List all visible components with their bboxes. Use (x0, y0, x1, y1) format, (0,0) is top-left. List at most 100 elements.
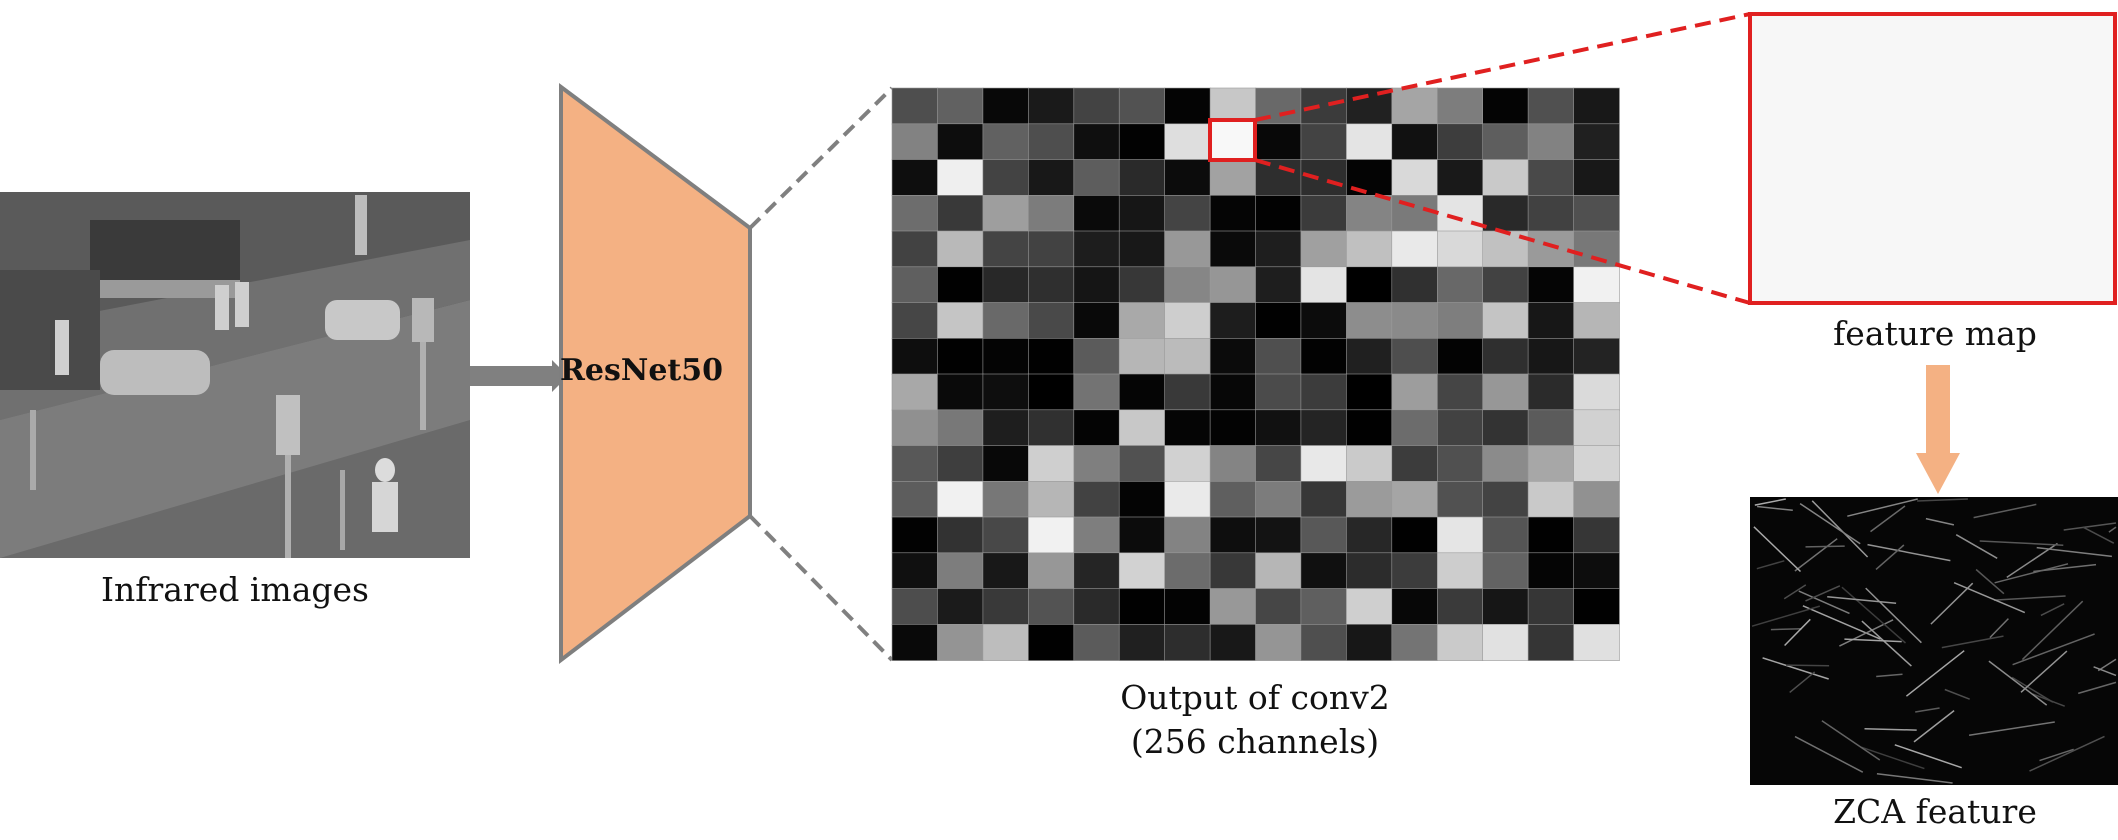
channel-tile (1300, 230, 1348, 268)
channel-tile (1346, 623, 1393, 661)
channel-tile (1482, 266, 1529, 304)
resnet50-label: ResNet50 (560, 353, 724, 388)
channel-tile (1573, 159, 1620, 197)
channel-tile (937, 373, 984, 411)
channel-tile (1573, 516, 1620, 554)
channel-tile (1346, 409, 1393, 447)
channel-tile (1482, 623, 1529, 661)
channel-tile (1118, 373, 1166, 411)
zca-streak (1794, 538, 1838, 572)
channel-tile (1527, 123, 1575, 161)
channel-tile (1255, 337, 1302, 375)
channel-tile (1255, 480, 1302, 518)
channel-tile (1164, 123, 1211, 161)
channel-tile (1118, 588, 1166, 626)
channel-tile (1028, 409, 1075, 447)
channel-tile (1209, 445, 1257, 483)
channel-tile (1209, 480, 1257, 518)
channel-tile (982, 230, 1030, 268)
channel-tile (982, 302, 1030, 340)
channel-tile (1164, 373, 1211, 411)
channel-tile (1300, 159, 1348, 197)
channel-tile (1346, 302, 1393, 340)
channel-tile (937, 230, 984, 268)
channel-tile (1346, 123, 1393, 161)
channel-tile (1391, 266, 1439, 304)
zca-streak (1864, 727, 1917, 731)
zca-streak (1847, 498, 1918, 517)
channel-tile (1300, 409, 1348, 447)
channel-tile (937, 445, 984, 483)
channel-tile (1482, 445, 1529, 483)
channel-tile (1209, 623, 1257, 661)
channel-tile (1255, 409, 1302, 447)
channel-tile (1209, 230, 1257, 268)
zca-streak (1805, 545, 1845, 548)
channel-tile (1573, 302, 1620, 340)
zoom-line-top (1254, 12, 1751, 122)
channel-tile (1118, 623, 1166, 661)
zca-streak (1753, 526, 1802, 573)
channel-tile (1209, 409, 1257, 447)
channel-tile (1164, 195, 1211, 232)
zca-streak (2036, 546, 2112, 558)
zca-streak (1799, 502, 1861, 545)
channel-tile (1391, 409, 1439, 447)
channel-tile (1073, 552, 1121, 590)
channel-tile (1028, 123, 1075, 161)
zca-streak (1944, 688, 1970, 700)
channel-tile (1482, 588, 1529, 626)
channel-tile (1300, 123, 1348, 161)
channel-tile (1482, 337, 1529, 375)
channel-tile (1573, 623, 1620, 661)
zca-streak (1993, 595, 2066, 601)
channel-tile (1437, 516, 1484, 554)
channel-tile (1028, 480, 1075, 518)
channel-tile (937, 623, 984, 661)
channel-tile (1437, 623, 1484, 661)
zca-streak (1994, 563, 2069, 584)
channel-tile (1209, 337, 1257, 375)
channel-tile (937, 123, 984, 161)
channel-tile (1028, 552, 1075, 590)
channel-tile (1118, 195, 1166, 232)
zca-streak (2011, 676, 2054, 703)
channel-tile (1073, 337, 1121, 375)
channel-tile (1164, 588, 1211, 626)
channel-tile (1573, 409, 1620, 447)
channel-tile (1073, 302, 1121, 340)
channel-tile (1300, 87, 1348, 125)
channel-tile (1164, 302, 1211, 340)
zca-streak (2097, 658, 2117, 672)
channel-tile (1118, 409, 1166, 447)
channel-tile (1118, 123, 1166, 161)
channel-tile (1300, 552, 1348, 590)
channel-tile (937, 87, 984, 125)
zca-streak (1756, 560, 1785, 570)
zca-streak (1844, 638, 1902, 643)
conv2-output-grid (891, 87, 1620, 661)
channel-tile (891, 266, 939, 304)
channel-tile (937, 159, 984, 197)
channel-tile (982, 123, 1030, 161)
channel-tile (1255, 516, 1302, 554)
channel-tile (1164, 516, 1211, 554)
zca-streak (1953, 582, 2026, 614)
channel-tile (891, 87, 939, 125)
channel-tile (1573, 552, 1620, 590)
channel-tile (1028, 266, 1075, 304)
channel-tile (1437, 588, 1484, 626)
channel-tile (1391, 588, 1439, 626)
channel-tile (891, 623, 939, 661)
zca-streak (1751, 605, 1821, 627)
channel-tile (1527, 480, 1575, 518)
channel-tile (982, 87, 1030, 125)
channel-tile (1482, 552, 1529, 590)
channel-tile (891, 302, 939, 340)
channel-tile (1028, 337, 1075, 375)
channel-tile (1527, 373, 1575, 411)
channel-tile (1073, 623, 1121, 661)
channel-tile (1073, 266, 1121, 304)
channel-tile (1255, 445, 1302, 483)
zca-streak (1925, 517, 1955, 526)
